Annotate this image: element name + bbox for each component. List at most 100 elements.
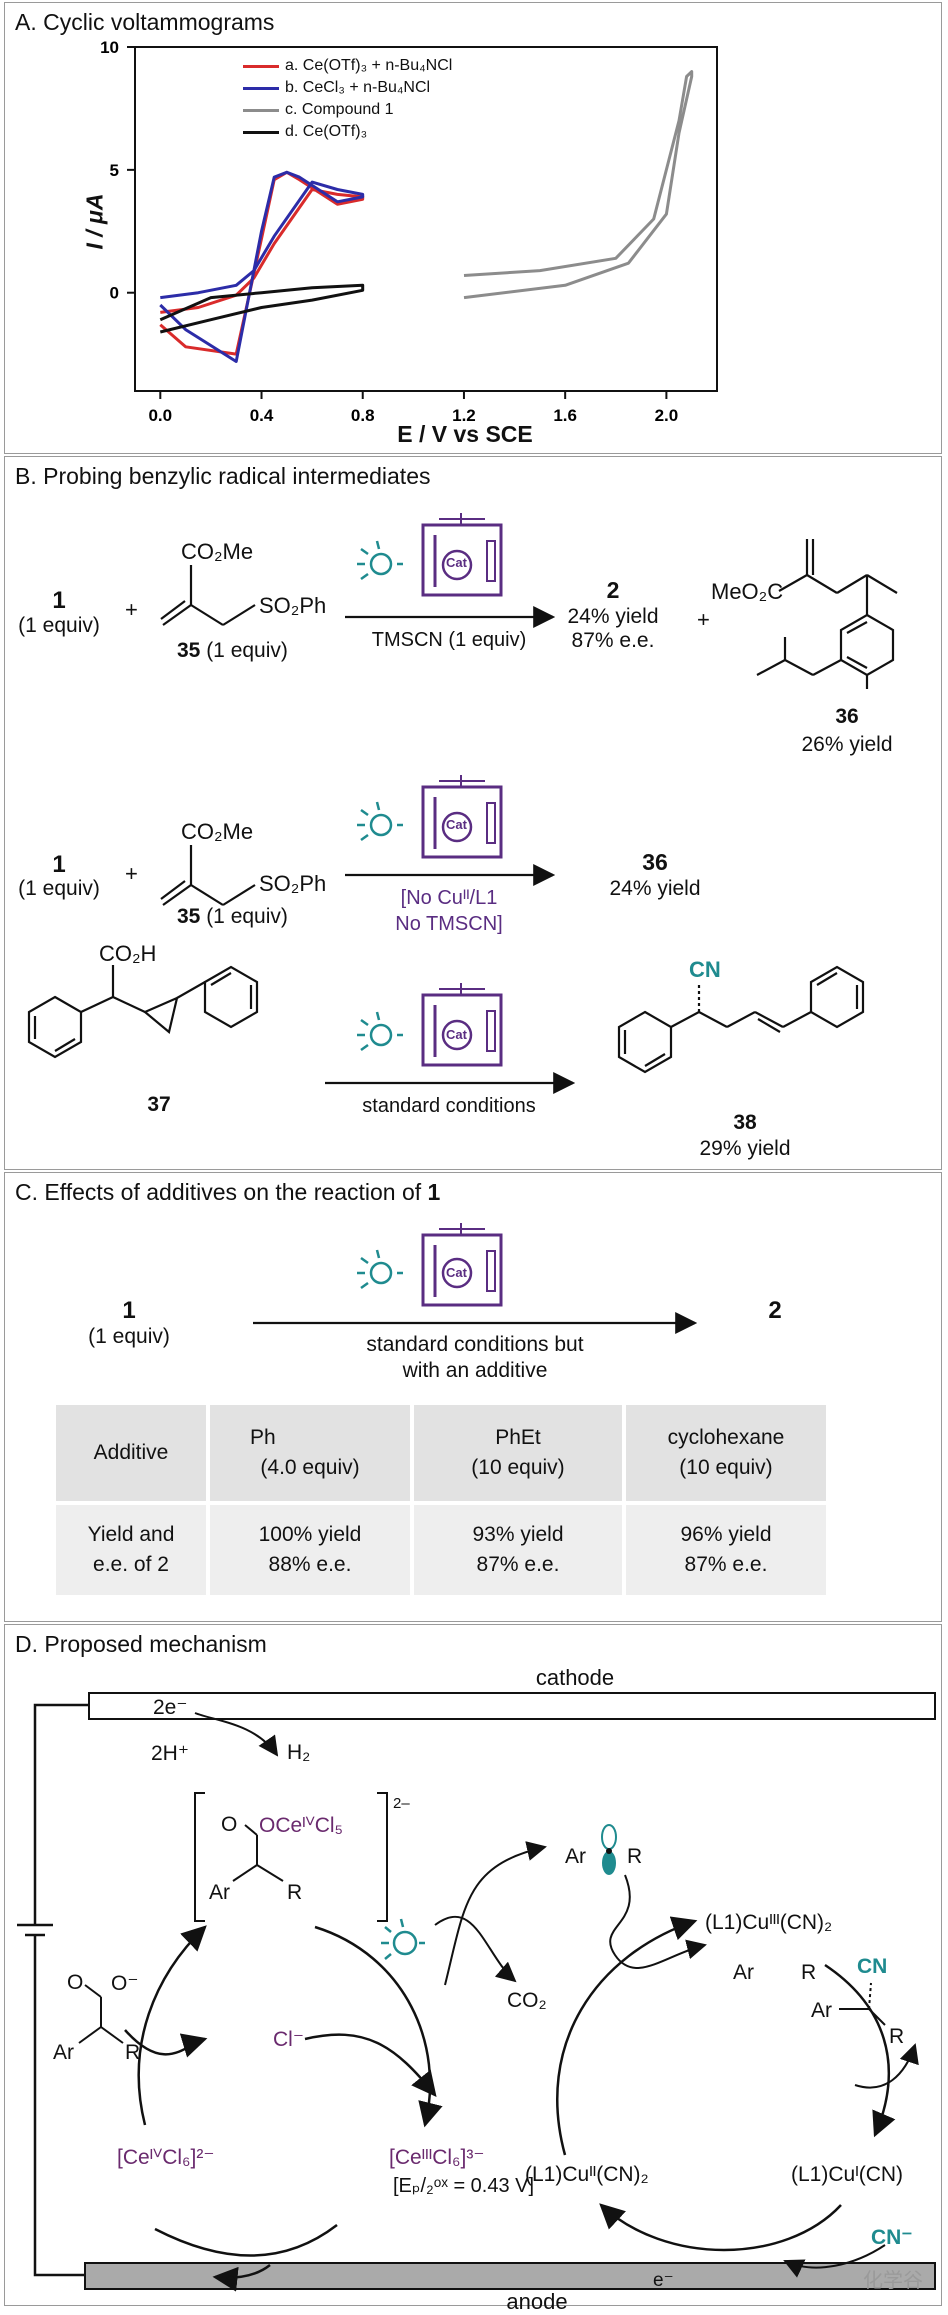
c-product-2: 2 bbox=[768, 1297, 782, 1324]
copper-iii-label: (L1)Cuᴵᴵᴵ(CN)₂ bbox=[705, 1911, 833, 1934]
panel-d-title: D. Proposed mechanism bbox=[15, 1631, 267, 1657]
cyanide-arrow bbox=[783, 2244, 886, 2278]
product-ar: Ar bbox=[811, 1999, 832, 2022]
carboxylate-o: O bbox=[67, 1971, 84, 1994]
complex-o-label: O bbox=[221, 1813, 238, 1836]
x-tick-label: 1.2 bbox=[452, 406, 476, 425]
legend-swatch-b bbox=[243, 86, 279, 90]
radical-orbital-icon bbox=[601, 1824, 617, 1875]
panel-b: B. Probing benzylic radical intermediate… bbox=[4, 456, 942, 1170]
r2-condition-1: [No Cuᴵᴵ/L1 bbox=[400, 887, 498, 909]
r3-cn-label: CN bbox=[689, 957, 721, 982]
r1-reactant-35: 35 (1 equiv) bbox=[177, 639, 288, 663]
cathode-electrons: 2e⁻ bbox=[153, 1696, 188, 1719]
additive-2-amount: (10 equiv) bbox=[471, 1456, 565, 1479]
c-cat-label: Cat bbox=[446, 1265, 467, 1280]
complex-formula: OCeᴵⱽCl₅ bbox=[259, 1814, 344, 1837]
r3-yield: 29% yield bbox=[699, 1137, 791, 1160]
legend-label-c: c. Compound 1 bbox=[285, 101, 394, 118]
radical-ar: Ar bbox=[565, 1845, 586, 1868]
anode-label: anode bbox=[506, 2289, 568, 2314]
legend-swatch-c bbox=[243, 108, 279, 112]
cathode-label: cathode bbox=[535, 1665, 615, 1690]
c-condition-1: standard conditions but bbox=[366, 1333, 584, 1356]
r3-reactant-37: 37 bbox=[147, 1093, 171, 1116]
panel-a-title: A. Cyclic voltammograms bbox=[15, 9, 275, 35]
c-reactant-equiv: (1 equiv) bbox=[88, 1325, 170, 1348]
r2-condition-2: No TMSCN] bbox=[395, 913, 503, 935]
r2-photo-electro-icon bbox=[357, 775, 503, 859]
x-tick-label: 1.6 bbox=[553, 406, 577, 425]
r1-ee: 87% e.e. bbox=[571, 629, 655, 652]
y-axis-label: I / μA bbox=[81, 193, 108, 250]
copper-i-label: (L1)Cuᴵ(CN) bbox=[791, 2163, 904, 2186]
table-result-3: 96% yield 87% e.e. bbox=[626, 1505, 826, 1595]
r2-reactant-35: 35 (1 equiv) bbox=[177, 905, 288, 929]
r1-photo-electro-icon bbox=[357, 513, 503, 597]
r1-product-36-structure bbox=[756, 539, 898, 689]
complex-ar: Ar bbox=[209, 1881, 230, 1904]
r1-plus: + bbox=[125, 597, 138, 622]
r3-photo-electro-icon bbox=[357, 983, 503, 1067]
cv-series bbox=[159, 70, 694, 363]
copper-ii-label: (L1)Cuᴵᴵ(CN)₂ bbox=[525, 2163, 649, 2186]
table-result-2: 93% yield 87% e.e. bbox=[414, 1505, 622, 1595]
r1-reactant-35-number: 35 bbox=[177, 639, 201, 662]
x-axis-label: E / V vs SCE bbox=[397, 421, 533, 447]
decarboxylation-arrow bbox=[434, 1916, 517, 1983]
r1-product-2: 2 bbox=[606, 577, 620, 603]
circuit-wire bbox=[17, 1703, 89, 2277]
table-header-label: Additive bbox=[56, 1405, 206, 1501]
panel-c-title: C. Effects of additives on the reaction … bbox=[15, 1179, 440, 1206]
cv-trace-c bbox=[463, 70, 694, 300]
legend-swatch-a bbox=[243, 64, 279, 68]
cerium-cycle-arrows bbox=[124, 1925, 443, 2292]
radical-escape-arrow bbox=[444, 1841, 547, 1986]
table-header-additive-1: Ph (4.0 equiv) bbox=[210, 1405, 410, 1501]
y-tick-label: 10 bbox=[100, 38, 119, 57]
c-condition-2: with an additive bbox=[402, 1359, 548, 1382]
nitrile-product-structure bbox=[839, 1982, 886, 2026]
r3-reactant-37-structure bbox=[27, 965, 259, 1059]
r3-product-38-structure bbox=[617, 965, 865, 1074]
radical-r: R bbox=[627, 1845, 643, 1868]
complex-structure bbox=[232, 1824, 284, 1882]
r2-so2ph: SO₂Ph bbox=[259, 871, 327, 896]
legend-item-a: a. Ce(OTf)₃ + n-Bu₄NCl bbox=[243, 55, 452, 77]
result-3-yield: 96% yield bbox=[680, 1522, 772, 1546]
chloride-label: Cl⁻ bbox=[273, 2028, 304, 2051]
x-tick-label: 0.4 bbox=[250, 406, 274, 425]
cyanide-label: CN⁻ bbox=[871, 2226, 913, 2249]
result-2-yield: 93% yield bbox=[472, 1522, 564, 1546]
additive-3-amount: (10 equiv) bbox=[679, 1456, 773, 1479]
carboxylate-structure bbox=[78, 1984, 124, 2044]
r3-cat-label: Cat bbox=[446, 1027, 467, 1042]
panel-c-title-text: C. Effects of additives on the reaction … bbox=[15, 1179, 428, 1205]
x-tick-label: 0.8 bbox=[351, 406, 375, 425]
additive-table: Additive Ph (4.0 equiv) PhEt (10 equiv) … bbox=[56, 1405, 826, 1595]
y-tick-label: 0 bbox=[110, 284, 119, 303]
r2-plus: + bbox=[125, 861, 138, 886]
carboxylate-ar: Ar bbox=[53, 2041, 74, 2064]
r2-reactant-1: 1 bbox=[52, 851, 66, 878]
cerium-iv-label: [CeᴵⱽCl₆]²⁻ bbox=[117, 2146, 215, 2169]
table-header-additive-3: cyclohexane (10 equiv) bbox=[626, 1405, 826, 1501]
complex-charge: 2– bbox=[393, 1795, 410, 1812]
r1-plus-2: + bbox=[697, 607, 710, 632]
r2-co2me: CO₂Me bbox=[181, 819, 254, 844]
r1-reactant-35-equiv: (1 equiv) bbox=[200, 639, 288, 662]
r2-reactant-35-equiv: (1 equiv) bbox=[200, 905, 288, 928]
panel-b-drawings bbox=[27, 513, 898, 1094]
anode-electron-right: e⁻ bbox=[653, 2270, 674, 2291]
legend-label-d: d. Ce(OTf)₃ bbox=[285, 123, 368, 140]
c-photo-electro-icon bbox=[357, 1223, 503, 1307]
r3-product-38: 38 bbox=[733, 1111, 757, 1134]
row-label-line-2: e.e. of 2 bbox=[93, 1553, 169, 1576]
carboxylate-o-minus: O⁻ bbox=[111, 1972, 139, 1995]
cv-trace-d bbox=[159, 283, 365, 334]
lightbulb-icon bbox=[381, 1918, 425, 1960]
r1-co2me: CO₂Me bbox=[181, 539, 254, 564]
r2-product-36: 36 bbox=[642, 849, 668, 875]
